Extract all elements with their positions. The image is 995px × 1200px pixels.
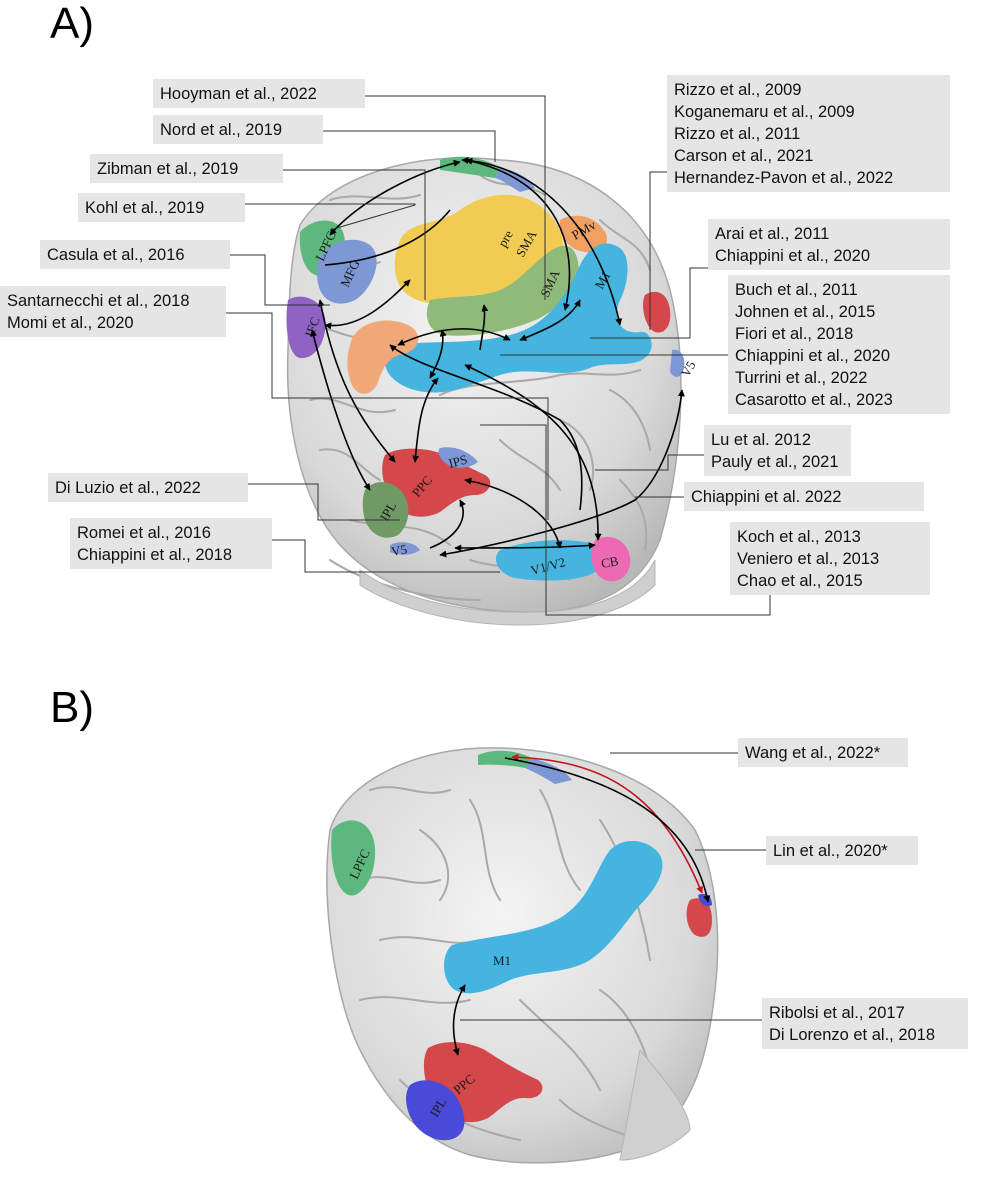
ref-line: Johnen et al., 2015 bbox=[735, 303, 876, 321]
brain-b: LPFC M1 PPC IPL bbox=[326, 747, 766, 1164]
connection-arrows-a bbox=[310, 156, 685, 558]
ref-line: Wang et al., 2022* bbox=[745, 744, 881, 762]
ref-ribolsi: Ribolsi et al., 2017 Di Lorenzo et al., … bbox=[762, 998, 968, 1049]
ref-rizzo: Rizzo et al., 2009 Koganemaru et al., 20… bbox=[667, 75, 950, 192]
ref-lu: Lu et al. 2012 Pauly et al., 2021 bbox=[704, 425, 851, 476]
ref-line: Lin et al., 2020* bbox=[773, 842, 888, 860]
ref-line: Chiappini et al., 2020 bbox=[715, 247, 871, 265]
ref-line: Rizzo et al., 2009 bbox=[674, 81, 802, 99]
ref-santarnecchi: Santarnecchi et al., 2018 Momi et al., 2… bbox=[0, 286, 226, 337]
ref-line: Nord et al., 2019 bbox=[160, 121, 282, 139]
region-v5-right-a bbox=[670, 349, 685, 377]
region-v5-left-a bbox=[390, 542, 420, 555]
ref-line: Hooyman et al., 2022 bbox=[160, 85, 317, 103]
leader-lines-a bbox=[226, 95, 771, 616]
ref-line: Kohl et al., 2019 bbox=[85, 199, 205, 217]
ref-line: Romei et al., 2016 bbox=[77, 524, 211, 542]
leader-lines-b bbox=[460, 752, 766, 1021]
ref-line: Koch et al., 2013 bbox=[737, 528, 861, 546]
ref-line: Casarotto et al., 2023 bbox=[735, 391, 893, 409]
ref-romei: Romei et al., 2016 Chiappini et al., 201… bbox=[70, 518, 272, 569]
ref-line: Buch et al., 2011 bbox=[735, 281, 858, 299]
region-ipl-a bbox=[362, 481, 409, 538]
ref-wang: Wang et al., 2022* bbox=[738, 738, 908, 767]
ref-line: Chao et al., 2015 bbox=[737, 572, 863, 590]
connection-arrows-b bbox=[452, 753, 711, 1056]
ref-line: Veniero et al., 2013 bbox=[737, 550, 880, 568]
ref-line: Santarnecchi et al., 2018 bbox=[7, 292, 190, 310]
ref-line: Pauly et al., 2021 bbox=[711, 453, 839, 471]
ref-line: Zibman et al., 2019 bbox=[97, 160, 239, 178]
ref-line: Chiappini et al., 2020 bbox=[735, 347, 891, 365]
ref-diluzio: Di Luzio et al., 2022 bbox=[48, 473, 248, 502]
region-ipl-b bbox=[406, 1080, 465, 1141]
ref-line: Koganemaru et al., 2009 bbox=[674, 103, 855, 121]
region-label-v5-right-a: V5 bbox=[678, 358, 699, 379]
ref-line: Di Luzio et al., 2022 bbox=[55, 479, 201, 497]
ref-hooyman: Hooyman et al., 2022 bbox=[153, 79, 365, 108]
ref-line: Lu et al. 2012 bbox=[711, 431, 811, 449]
brain-a: LPFC MFG IFC pre SMA SMA PMv M1 V5 IPS P… bbox=[226, 95, 771, 626]
ref-line: Chiappini et al., 2018 bbox=[77, 546, 233, 564]
ref-line: Momi et al., 2020 bbox=[7, 314, 134, 332]
panel-b-label: B) bbox=[50, 683, 94, 732]
ref-line: Arai et al., 2011 bbox=[715, 225, 830, 243]
ref-arai: Arai et al., 2011 Chiappini et al., 2020 bbox=[708, 219, 950, 270]
ref-line: Hernandez-Pavon et al., 2022 bbox=[674, 169, 894, 187]
ref-kohl: Kohl et al., 2019 bbox=[78, 193, 245, 222]
ref-line: Carson et al., 2021 bbox=[674, 147, 814, 165]
ref-line: Turrini et al., 2022 bbox=[735, 369, 868, 387]
ref-line: Di Lorenzo et al., 2018 bbox=[769, 1026, 936, 1044]
ref-line: Casula et al., 2016 bbox=[47, 246, 185, 264]
ref-zibman: Zibman et al., 2019 bbox=[90, 154, 283, 183]
ref-lin: Lin et al., 2020* bbox=[766, 836, 918, 865]
region-label-v5-left-a: V5 bbox=[390, 541, 408, 559]
ref-koch: Koch et al., 2013 Veniero et al., 2013 C… bbox=[730, 522, 930, 595]
region-label-cb-a: CB bbox=[600, 553, 620, 571]
ref-chiappini-2022: Chiappini et al. 2022 bbox=[684, 482, 924, 511]
ref-line: Chiappini et al. 2022 bbox=[691, 488, 842, 506]
region-red-side-b bbox=[686, 898, 712, 937]
ref-line: Rizzo et al., 2011 bbox=[674, 125, 801, 143]
ref-line: Ribolsi et al., 2017 bbox=[769, 1004, 905, 1022]
ref-line: Fiori et al., 2018 bbox=[735, 325, 854, 343]
ref-buch: Buch et al., 2011 Johnen et al., 2015 Fi… bbox=[728, 275, 950, 414]
region-lpfc-b bbox=[331, 820, 376, 896]
region-label-m1-b: M1 bbox=[493, 953, 511, 968]
ref-casula: Casula et al., 2016 bbox=[40, 240, 230, 269]
panel-a-label: A) bbox=[50, 0, 94, 48]
ref-nord: Nord et al., 2019 bbox=[153, 115, 323, 144]
